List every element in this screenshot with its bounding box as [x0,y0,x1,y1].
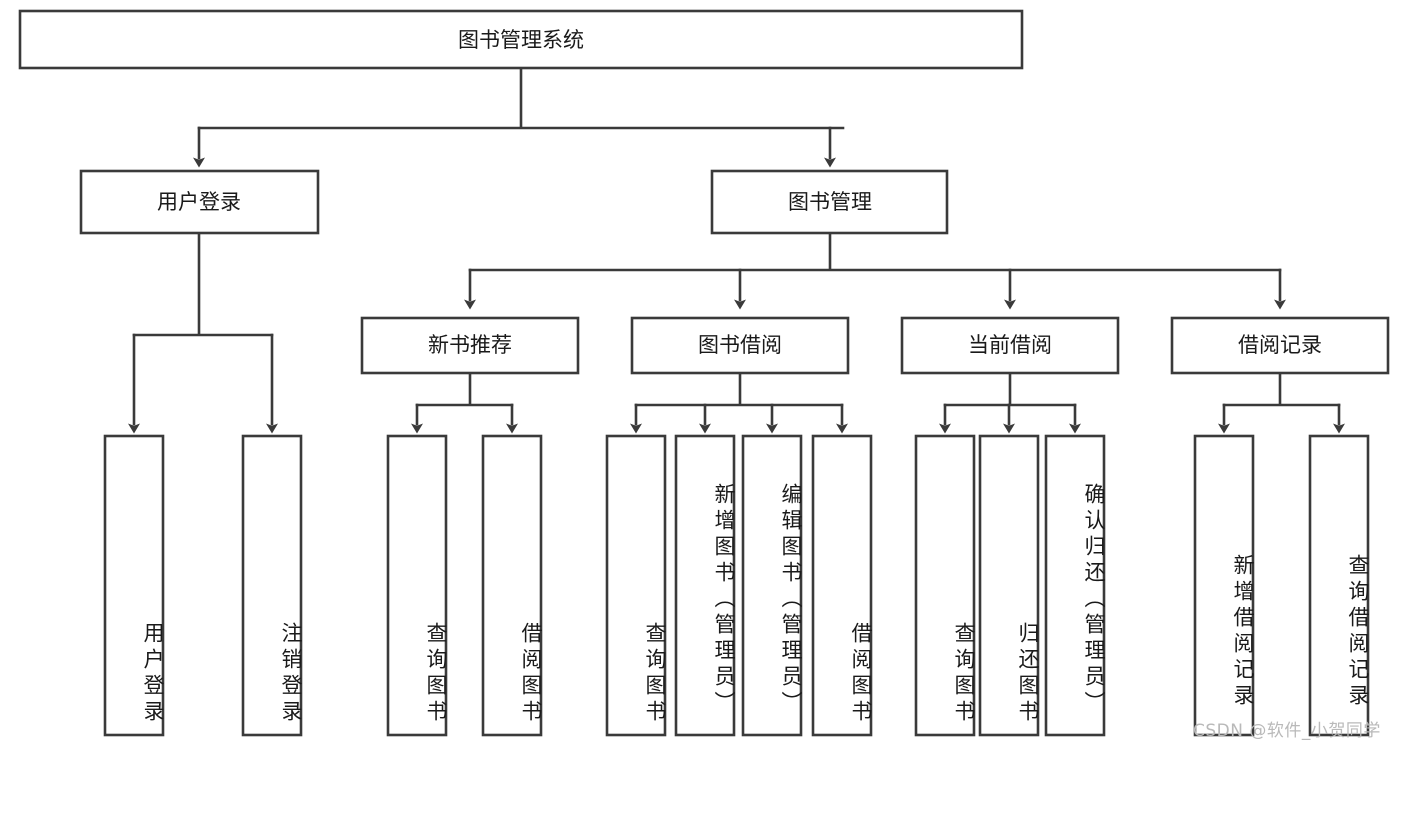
edge-records-bus [1222,371,1341,407]
leaf-box-current-0[interactable] [914,434,976,737]
node-root[interactable]: 图书管理系统 [18,9,1024,70]
leaf-box-borrow-2[interactable] [741,434,803,737]
node-new-book-recommend[interactable]: 新书推荐 [360,316,580,375]
node-root-label: 图书管理系统 [458,28,584,52]
node-current-borrow-box[interactable] [900,316,1120,375]
node-book-borrow-box[interactable] [630,316,850,375]
nodes-layer: 图书管理系统 用户登录 图书管理 新书推荐 图书借阅 [18,9,1390,737]
flowchart-svg: 图书管理系统 用户登录 图书管理 新书推荐 图书借阅 [18,9,1390,737]
node-book-management-box[interactable] [710,169,949,235]
csdn-watermark: CSDN @软件_小贺同学 [1193,721,1381,741]
node-book-borrow-label: 图书借阅 [698,333,782,357]
leaf-box-borrow-1[interactable] [674,434,736,737]
leaf-box-borrow-0[interactable] [605,434,667,737]
leaf-box-user-login-1[interactable] [241,434,303,737]
node-current-borrow[interactable]: 当前借阅 [900,316,1120,375]
edge-userlogin-bus [132,231,274,337]
node-user-login-label: 用户登录 [157,190,241,214]
node-book-management-label: 图书管理 [788,190,872,214]
node-user-login-box[interactable] [79,169,320,235]
node-borrow-records[interactable]: 借阅记录 [1170,316,1390,375]
leaf-box-records-0[interactable] [1193,434,1255,737]
edge-borrow-bus [634,371,844,407]
leaf-box-new-book-0[interactable] [386,434,448,737]
node-book-management[interactable]: 图书管理 [710,169,949,235]
node-borrow-records-label: 借阅记录 [1238,333,1322,357]
node-borrow-records-box[interactable] [1170,316,1390,375]
diagram-canvas: 图书管理系统 用户登录 图书管理 新书推荐 图书借阅 [18,9,1390,741]
leaf-box-current-2[interactable] [1044,434,1106,737]
edge-root-bus [197,66,845,130]
node-current-borrow-label: 当前借阅 [968,333,1052,357]
node-new-book-recommend-box[interactable] [360,316,580,375]
edge-current-bus [943,371,1077,407]
node-book-borrow[interactable]: 图书借阅 [630,316,850,375]
node-root-box[interactable] [18,9,1024,70]
edge-newbook-bus [415,371,514,407]
leaf-box-current-1[interactable] [978,434,1040,737]
edges-layer [128,66,1345,434]
leaf-box-user-login-0[interactable] [103,434,165,737]
edge-bookmgmt-bus [468,231,1282,272]
leaf-box-new-book-1[interactable] [481,434,543,737]
leaf-box-borrow-3[interactable] [811,434,873,737]
node-new-book-recommend-label: 新书推荐 [428,333,512,357]
node-user-login[interactable]: 用户登录 [79,169,320,235]
leaf-box-records-1[interactable] [1308,434,1370,737]
